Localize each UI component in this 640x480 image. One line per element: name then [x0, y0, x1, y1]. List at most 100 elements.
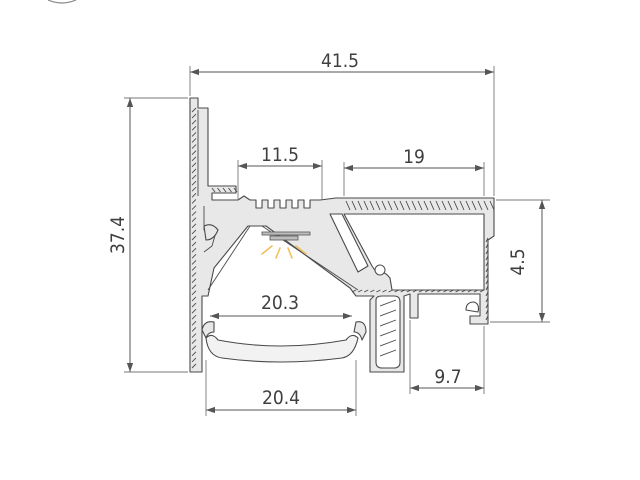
hatch-stroke	[447, 200, 453, 211]
hatch-stroke	[351, 289, 357, 293]
hatch-stroke	[191, 333, 197, 338]
hatch-stroke	[191, 125, 197, 131]
hatch-stroke	[191, 235, 197, 241]
hatch-stroke	[381, 200, 387, 211]
hatch-stroke	[485, 249, 489, 255]
hatch-stroke	[191, 180, 197, 186]
label-overall-width: 41.5	[321, 50, 359, 72]
hatch-stroke	[191, 223, 197, 229]
hatch-stroke	[191, 156, 197, 162]
label-led-channel: 11.5	[261, 144, 299, 166]
hatch-stroke	[485, 303, 489, 309]
hatch-stroke	[191, 162, 197, 168]
hatch-stroke	[191, 345, 197, 351]
hatch-stroke	[191, 229, 197, 235]
hatch-stroke	[393, 200, 399, 211]
hatch-stroke	[191, 150, 197, 155]
dimension-overall-height: 37.4	[107, 97, 188, 373]
hatch-stroke	[388, 289, 393, 293]
hatch-stroke	[191, 296, 197, 302]
hatch-stroke	[191, 199, 197, 204]
hatch-stroke	[191, 308, 197, 314]
hatch-stroke	[400, 289, 405, 293]
hatch-stroke	[191, 241, 197, 247]
hatch-stroke	[467, 289, 473, 293]
hatch-stroke	[191, 107, 197, 113]
hatch-stroke	[417, 200, 423, 211]
hatch-stroke	[191, 247, 197, 253]
dimension-flange: 9.7	[409, 320, 485, 394]
dimension-box-height: 4.5	[490, 199, 550, 323]
hatch-stroke	[222, 187, 227, 193]
hatch-stroke	[191, 266, 197, 271]
hatch-stroke	[473, 289, 479, 293]
hatch-stroke	[191, 278, 197, 283]
hatch-stroke	[418, 289, 424, 293]
hatch-stroke	[191, 339, 197, 344]
hatch-stroke	[449, 289, 454, 293]
hatch-stroke	[477, 200, 483, 211]
hatch-stroke	[191, 290, 197, 296]
dimension-diffuser-outer: 20.4	[205, 360, 357, 416]
light-rays-icon	[261, 245, 307, 259]
hatch-stroke	[191, 217, 197, 223]
hatch-stroke	[471, 200, 477, 211]
hatch-stroke	[411, 200, 417, 211]
aluminium-profile	[189, 97, 495, 373]
hatch-stroke	[191, 193, 197, 198]
hatch-stroke	[191, 119, 197, 125]
hatch-stroke	[485, 279, 489, 285]
led-strip	[261, 231, 311, 241]
hatch-stroke	[191, 205, 197, 210]
hatch-stroke	[191, 211, 197, 216]
hatch-stroke	[485, 243, 489, 249]
hatch-stroke	[375, 200, 381, 211]
label-box-height: 4.5	[507, 248, 529, 275]
hatch-stroke	[382, 289, 387, 293]
hatch-stroke	[412, 289, 418, 293]
hatch-stroke	[455, 289, 460, 293]
hatch-stroke	[363, 200, 369, 211]
hatch-stroke	[357, 200, 363, 211]
hatch-stroke	[485, 255, 489, 261]
hatch-stroke	[211, 187, 216, 193]
hatch-stroke	[345, 200, 351, 211]
hatch-stroke	[217, 187, 221, 193]
hatch-stroke	[191, 144, 197, 149]
hatch-stroke	[441, 200, 447, 211]
dimension-diffuser-inner: 20.3	[210, 292, 352, 320]
dimension-box-width: 19	[343, 146, 485, 196]
hatch-stroke	[399, 200, 405, 211]
hatch-stroke	[233, 187, 238, 193]
hatch-stroke	[405, 200, 411, 211]
label-box-width: 19	[403, 146, 425, 168]
hatch-stroke	[489, 200, 495, 211]
hatch-stroke	[431, 289, 436, 293]
dimension-led-channel: 11.5	[237, 144, 323, 200]
hatch-stroke	[351, 200, 357, 211]
hatch-stroke	[191, 253, 197, 259]
dimension-overall-width: 41.5	[189, 50, 495, 196]
hatch-stroke	[191, 284, 197, 290]
hatch-stroke	[485, 273, 489, 279]
hatch-stroke	[370, 289, 375, 293]
hatch-stroke	[191, 302, 197, 308]
hatch-stroke	[394, 289, 399, 293]
hatch-stroke	[483, 200, 489, 211]
hatch-stroke	[191, 363, 197, 369]
hatch-stroke	[485, 309, 489, 315]
hatch-stroke	[424, 289, 430, 293]
hatch-stroke	[363, 289, 369, 293]
hatch-stroke	[191, 314, 197, 320]
hatch-stroke	[191, 138, 197, 143]
hatch-stroke	[191, 132, 197, 137]
hatch-stroke	[357, 289, 363, 293]
hatch-stroke	[485, 315, 489, 321]
hatch-stroke	[479, 289, 485, 293]
hatch-stroke	[443, 289, 448, 293]
hatch-stroke	[485, 297, 489, 303]
hatch-stroke	[191, 357, 197, 363]
hatch-stroke	[191, 351, 197, 357]
hatch-stroke	[191, 321, 197, 326]
